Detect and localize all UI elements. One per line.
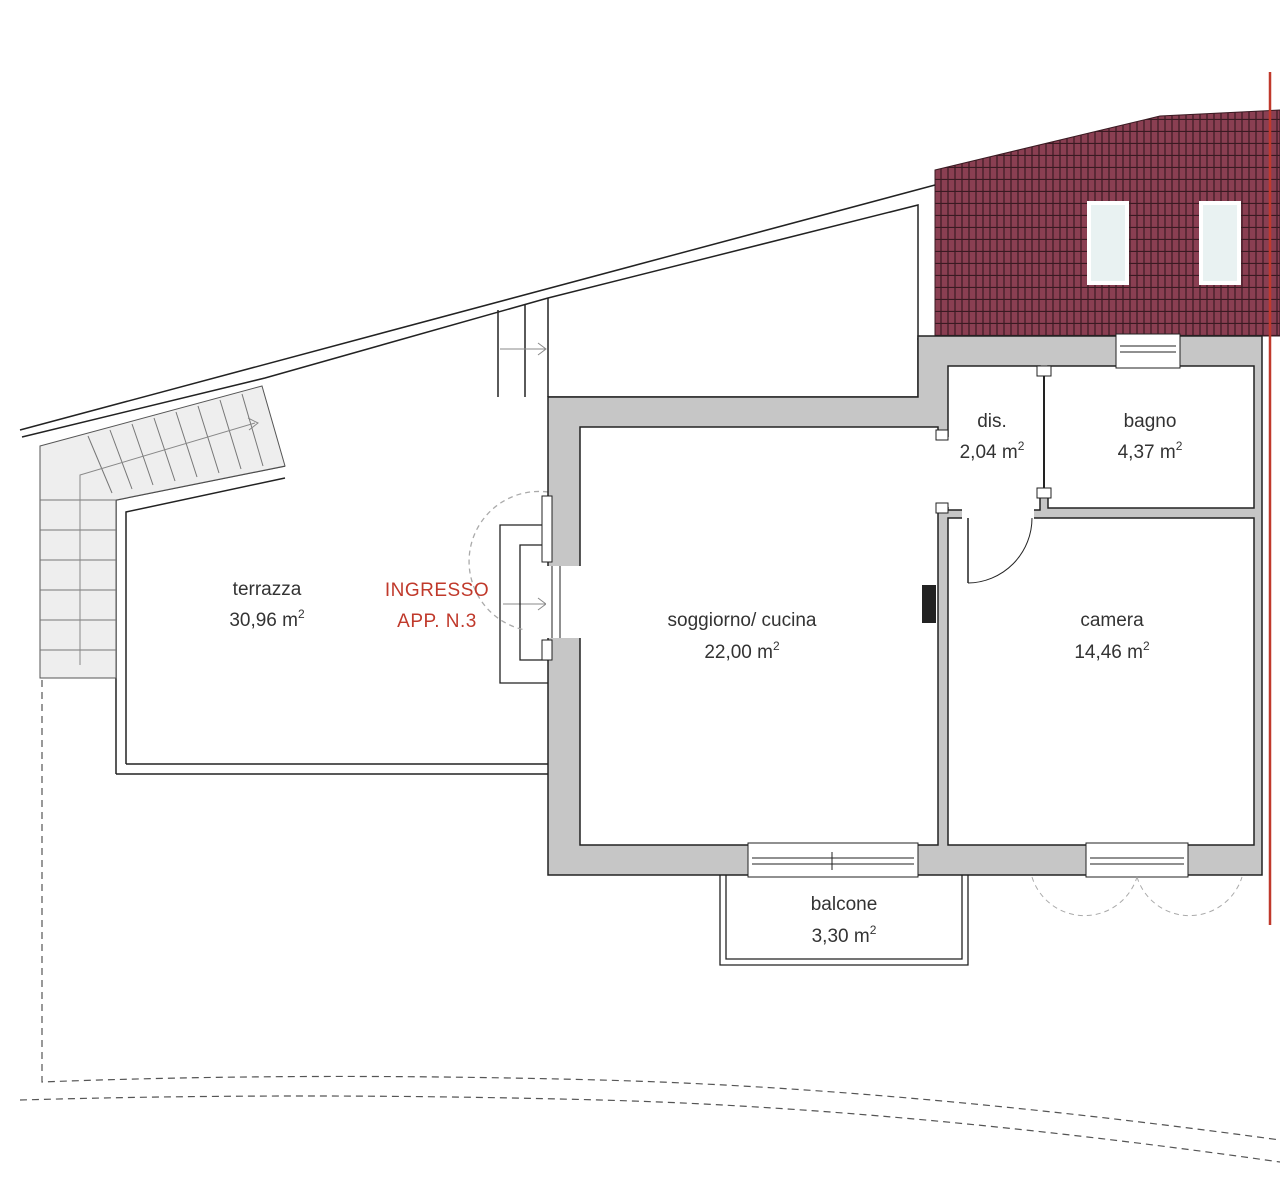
balcony <box>719 875 969 966</box>
room-area: 2,04 m2 <box>960 439 1025 463</box>
room-label-balcone: balcone 3,30 m2 <box>811 894 878 947</box>
room-label-dis: dis. 2,04 m2 <box>960 411 1025 463</box>
openings <box>541 333 1189 878</box>
site-boundary <box>19 680 1280 1163</box>
room-label-terrazza: terrazza 30,96 m2 <box>229 579 305 631</box>
camera-window <box>1085 842 1189 878</box>
room-name: dis. <box>977 411 1007 432</box>
balcony-window <box>747 842 919 878</box>
roof <box>934 109 1280 337</box>
room-name: camera <box>1080 610 1144 631</box>
camera-door-opening <box>962 506 1034 522</box>
entry-landing <box>468 490 549 684</box>
room-area: 22,00 m2 <box>704 639 780 663</box>
bagno-window <box>1115 333 1181 369</box>
room-name: terrazza <box>233 579 302 600</box>
camera-door-swings <box>1031 876 1243 917</box>
room-area: 3,30 m2 <box>812 923 877 947</box>
dis-door-opening <box>936 437 950 507</box>
room-label-camera: camera 14,46 m2 <box>1074 610 1150 663</box>
chimney <box>922 585 936 623</box>
walls <box>547 335 1263 876</box>
room-name: balcone <box>811 894 878 915</box>
outer-wall <box>547 335 1263 876</box>
room-area: 30,96 m2 <box>229 607 305 631</box>
room-label-soggiorno: soggiorno/ cucina 22,00 m2 <box>668 610 817 663</box>
entry-label: INGRESSO APP. N.3 <box>385 580 489 632</box>
room-label-bagno: bagno 4,37 m2 <box>1118 411 1183 463</box>
entry-label-line1: INGRESSO <box>385 580 489 601</box>
entry-label-line2: APP. N.3 <box>397 611 477 632</box>
room-area: 14,46 m2 <box>1074 639 1150 663</box>
direction-arrows <box>500 342 547 611</box>
stairs <box>39 385 286 679</box>
room-name: soggiorno/ cucina <box>668 610 817 631</box>
room-name: bagno <box>1124 411 1177 432</box>
skylight-left <box>1087 201 1129 285</box>
entry-opening <box>546 566 582 638</box>
entry-door-swing <box>468 490 549 631</box>
room-area: 4,37 m2 <box>1118 439 1183 463</box>
stairs-direction-arrow <box>79 422 256 665</box>
camera-door-swing <box>967 517 1033 584</box>
stairs-fill <box>39 385 286 679</box>
stairs-arrow-head <box>247 417 259 431</box>
skylight-right <box>1199 201 1241 285</box>
